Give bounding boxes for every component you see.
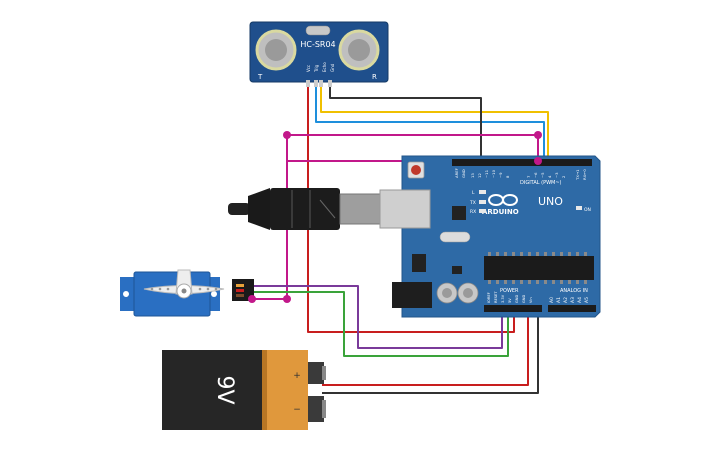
analog-pin-labels: A0 A1 A2 A3 A4 A5: [549, 297, 590, 303]
pin-label-ioref: IOREF: [487, 292, 491, 303]
pin-label-2: 2: [561, 175, 566, 178]
pin-label-7: 7: [526, 175, 531, 178]
wire-battery-minus-black: [322, 310, 539, 394]
voltage-regulator: [412, 254, 426, 272]
junction-servo: [283, 295, 291, 303]
wire-servo-ground-green: [252, 291, 509, 357]
pin-label-3v3: 3.3V: [501, 294, 505, 303]
pin-label-a4: A4: [577, 297, 583, 303]
crystal: [305, 25, 331, 36]
wire-echo-blue: [315, 80, 545, 164]
l-led-label: L: [472, 190, 475, 196]
pin-label-12: 12: [477, 173, 482, 178]
pin-label-gnd1: GND: [515, 295, 519, 303]
pin-label-a5: A5: [584, 297, 590, 303]
l-led: [479, 190, 486, 194]
ultrasonic-sensor[interactable]: HC-SR04 T R Vcc Trig Echo Gnd: [249, 21, 389, 87]
sensor-pin-vcc: Vcc: [306, 65, 311, 72]
pin-label-10: ~10: [491, 169, 496, 178]
battery-terminal-minus: [308, 396, 324, 422]
pin-label-11: ~11: [484, 169, 489, 178]
wire-servo-power-purple: [252, 285, 503, 349]
pin-label-8: 8: [505, 175, 510, 178]
digital-header: [452, 159, 592, 166]
pin-label-reset: RESET: [494, 291, 498, 303]
power-header-socket: [484, 305, 542, 312]
sensor-pin-trig: Trig: [314, 64, 319, 73]
pin-label-a2: A2: [563, 297, 569, 303]
junction-top-right: [534, 131, 542, 139]
rx-led: [479, 209, 486, 213]
power-pin-labels: IOREF RESET 3.3V 5V GND GND Vin: [487, 291, 533, 303]
digital-header-label: DIGITAL (PWM~): [520, 180, 562, 186]
pin-label-5: ~5: [540, 172, 545, 178]
rx-led-label: RX: [470, 209, 476, 215]
wire-battery-plus-red: [322, 310, 529, 386]
pin-label-0: RX←0: [582, 169, 587, 180]
battery-terminal-plus: [308, 362, 324, 384]
pin-label-4: 4: [547, 175, 552, 178]
analog-header-socket: [548, 305, 596, 312]
servo-motor[interactable]: [120, 269, 254, 317]
infinity-logo: [488, 194, 518, 206]
pin-label-vin: Vin: [529, 297, 533, 303]
on-led: [576, 206, 582, 210]
pin-label-gnd2: GND: [522, 295, 526, 303]
sensor-pin-echo: Echo: [322, 62, 327, 72]
arduino-logo-text: ARDUINO: [482, 208, 519, 216]
usb-cable[interactable]: [228, 188, 381, 230]
sensor-pins: [306, 80, 332, 87]
usb-chip: [452, 206, 466, 220]
aref-label: AREF: [454, 168, 459, 178]
pin-label-1: TX→1: [575, 169, 580, 181]
pin-label-a3: A3: [570, 297, 576, 303]
battery-9v[interactable]: 9V + −: [162, 350, 326, 430]
pin-label-9: ~9: [498, 172, 503, 178]
sensor-model-label: HC-SR04: [300, 40, 335, 49]
digital-pin-labels: 13 12 ~11 ~10 ~9 8 7 ~6 ~5 4 ~3 2 TX→1 R…: [470, 169, 587, 181]
wire-trig-yellow: [320, 80, 549, 164]
board-usb-port: [379, 189, 431, 229]
wire-junctions: [248, 131, 542, 303]
pin-label-a0: A0: [549, 297, 555, 303]
tx-led: [479, 200, 486, 204]
power-jack: [392, 282, 432, 308]
pin-label-13: 13: [470, 173, 475, 178]
board-crystal: [439, 231, 471, 243]
pin-label-3: ~3: [554, 172, 559, 178]
junction-servo-signal: [248, 295, 256, 303]
battery-plus-label: +: [293, 371, 301, 381]
battery-minus-label: −: [293, 405, 301, 415]
sensor-corner-right: R: [372, 73, 377, 81]
on-led-label: ON: [584, 207, 591, 213]
junction-top-left: [283, 131, 291, 139]
pin-label-6: ~6: [533, 172, 538, 178]
pin-label-5v: 5V: [508, 298, 512, 303]
gnd-label: GND: [461, 169, 466, 178]
battery-voltage-label: 9V: [212, 375, 237, 404]
sensor-pin-gnd: Gnd: [330, 63, 335, 72]
power-header-label: POWER: [500, 288, 519, 294]
wire-gnd-black: [329, 80, 482, 164]
atmega-chip: [484, 256, 594, 280]
arduino-uno-board[interactable]: ARDUINO UNO DIGITAL (PWM~) POWER ANALOG …: [379, 155, 601, 318]
pin-label-a1: A1: [556, 297, 562, 303]
arduino-model-text: UNO: [538, 195, 563, 208]
tx-led-label: TX: [469, 200, 476, 206]
sensor-corner-left: T: [257, 73, 263, 81]
junction-pin-7: [534, 157, 542, 165]
sensor-pin-labels: Vcc Trig Echo Gnd: [306, 62, 335, 73]
analog-header-label: ANALOG IN: [560, 288, 588, 294]
